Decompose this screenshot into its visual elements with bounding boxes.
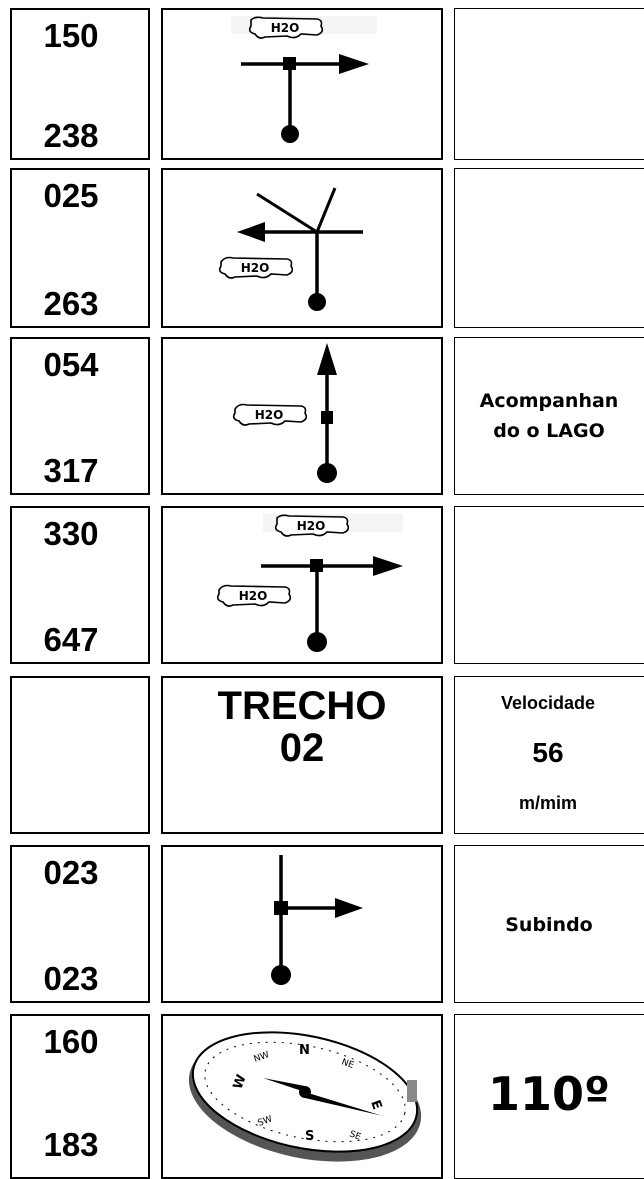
row3-note-cell: Acompanhan do o LAGO xyxy=(454,337,644,495)
tulip-diagram-straight-right-water: H2O H2O xyxy=(216,514,403,652)
row2-bottom-number: 263 xyxy=(43,285,99,322)
row3-note-line2: do o LAGO xyxy=(493,420,605,442)
row7-top-number: 160 xyxy=(43,1023,99,1060)
speed-value: 56 xyxy=(532,737,564,768)
tulip-diagram-straight-right-water: H2O xyxy=(231,16,377,143)
compass-letter: NE xyxy=(340,1057,355,1071)
row3-bottom-number: 317 xyxy=(43,452,99,489)
compass-letter: SE xyxy=(348,1129,362,1142)
compass-letter: W xyxy=(231,1073,250,1092)
compass-letter: S xyxy=(305,1129,314,1144)
row6-note-cell: Subindo xyxy=(454,845,644,1003)
row3-distance-cell: 054 317 xyxy=(10,337,150,495)
water-label: H2O xyxy=(241,261,270,275)
water-label: H2O xyxy=(239,589,268,603)
row4-top-number: 330 xyxy=(43,515,99,552)
row7-distance-cell: 160 183 xyxy=(10,1014,150,1179)
compass-letter: N xyxy=(299,1043,310,1058)
tulip-diagram-right-turn xyxy=(271,855,363,985)
section-number: 02 xyxy=(279,726,325,770)
row4-diagram-cell: H2O H2O xyxy=(161,506,443,664)
compass-icon: N NE E S SE W NW SW xyxy=(188,1031,422,1162)
row1-distance-cell: 150 238 xyxy=(10,8,150,160)
row6-diagram-cell xyxy=(161,845,443,1003)
speed-unit: m/mim xyxy=(518,793,578,813)
row1-bottom-number: 238 xyxy=(43,117,99,154)
water-label: H2O xyxy=(255,408,284,422)
row2-diagram-cell: H2O xyxy=(161,168,443,328)
compass-letter: SW xyxy=(257,1114,274,1128)
water-cloud-icon: H2O xyxy=(248,16,324,39)
tulip-diagram-left-turn-water: H2O xyxy=(218,187,363,311)
row4-bottom-number: 647 xyxy=(43,621,99,658)
water-label: H2O xyxy=(297,519,326,533)
row3-diagram-cell: H2O xyxy=(161,337,443,495)
tulip-diagram-straight-up-water: H2O xyxy=(232,343,337,483)
row3-note-line1: Acompanhan xyxy=(479,390,619,412)
water-cloud-icon: H2O xyxy=(232,403,308,426)
row7-bottom-number: 183 xyxy=(43,1126,99,1163)
row2-top-number: 025 xyxy=(43,177,99,214)
row6-distance-cell: 023 023 xyxy=(10,845,150,1003)
water-cloud-icon: H2O xyxy=(218,256,294,279)
row4-distance-cell: 330 647 xyxy=(10,506,150,664)
row7-heading-cell: 110º xyxy=(454,1014,644,1179)
row7-diagram-cell: N NE E S SE W NW SW xyxy=(161,1014,443,1179)
row3-top-number: 054 xyxy=(43,346,99,383)
row1-diagram-cell: H2O xyxy=(161,8,443,160)
water-cloud-icon: H2O xyxy=(216,584,292,607)
row5-distance-cell xyxy=(10,676,150,834)
row6-note: Subindo xyxy=(505,914,593,936)
row5-speed-cell: Velocidade 56 m/mim xyxy=(454,676,644,834)
row6-bottom-number: 023 xyxy=(43,960,99,997)
row6-top-number: 023 xyxy=(43,854,99,891)
speed-label: Velocidade xyxy=(500,693,596,713)
row4-note-cell xyxy=(454,506,644,664)
section-title: TRECHO xyxy=(217,684,387,728)
row5-section-cell: TRECHO 02 xyxy=(161,676,443,834)
water-cloud-icon: H2O xyxy=(274,514,350,537)
row1-top-number: 150 xyxy=(43,17,99,54)
water-label: H2O xyxy=(271,21,300,35)
row1-note-cell xyxy=(454,8,644,160)
heading-degrees: 110º xyxy=(488,1067,610,1121)
row2-note-cell xyxy=(454,168,644,328)
row2-distance-cell: 025 263 xyxy=(10,168,150,328)
